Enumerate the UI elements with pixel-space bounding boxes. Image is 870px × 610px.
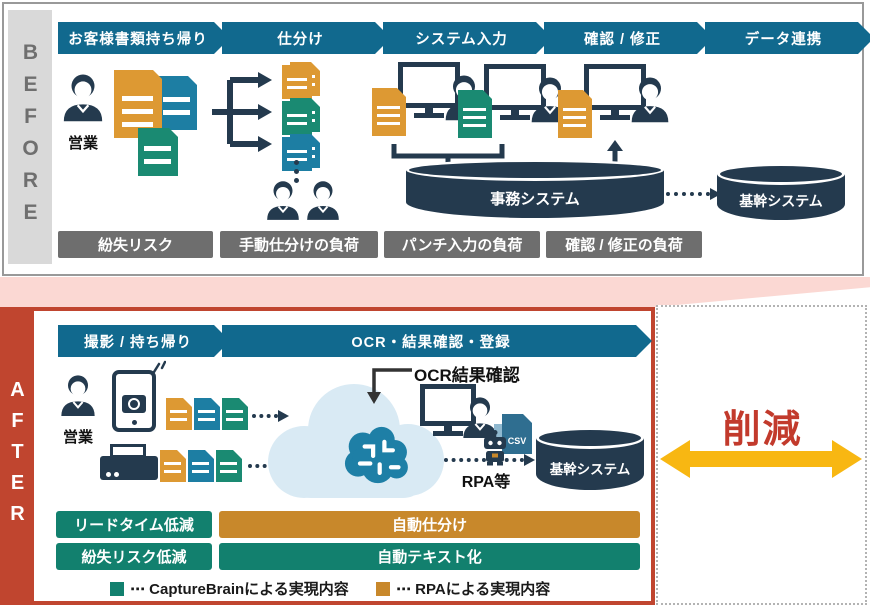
benefit-loss-risk: 紛失リスク低減 [56,543,212,570]
before-sales-label: 営業 [67,135,98,152]
rpa-note: RPA等 [461,474,511,491]
document-icon [138,128,178,176]
staff-pair-icon [264,176,302,227]
ocr-check-note: OCR結果確認 [414,366,520,385]
csv-file-icon: CSV [502,414,532,454]
after-label-strip: AFTER [0,307,34,605]
document-icon [157,76,197,130]
document-icon [222,398,248,430]
ai-brain-icon [340,424,410,491]
person-icon [63,74,103,122]
legend-label: ⋯ CaptureBrainによる実現内容 [130,581,349,598]
reduction-label: 削減 [722,409,803,451]
reduction-arrow-icon [660,438,862,485]
core-system-after-label: 基幹システム [549,462,631,477]
pain-label-loss-risk: 紛失リスク [58,231,213,258]
sales-person-icon [60,64,106,128]
document-icon [372,88,406,136]
operator-icon [460,392,500,445]
entry-workstation-icon [372,62,492,142]
monitor-icon [420,384,476,436]
camera-icon [122,394,146,413]
before-label-strip: BEFORE [8,10,52,264]
document-icon [558,90,592,138]
sort-branch-icon [212,68,286,159]
benefit-auto-text: 自動テキスト化 [219,543,640,570]
office-system-db: 事務システム [406,159,664,218]
before-step-sorting: 仕分け [222,22,391,54]
document-icon [188,450,214,482]
legend-swatch-orange [376,581,390,596]
legend-item-rpa: ⋯ RPAによる実現内容 [376,578,550,599]
camera-flash-icon [150,358,167,379]
legend-item-capturebrain: ⋯ CaptureBrainによる実現内容 [110,578,349,599]
operator-icon [628,72,672,129]
to-cloud-dotted-arrow-icon [252,410,289,422]
pain-label-manual-sort: 手動仕分けの負荷 [220,231,378,258]
before-step-data-link: データ連携 [705,22,870,54]
document-stack [282,62,322,100]
benefit-auto-sort: 自動仕分け [219,511,640,538]
check-workstation-icon [558,64,678,144]
document-icon [114,70,162,138]
document-stack [282,134,322,172]
document-icon [166,398,192,430]
pain-label-check-fix: 確認 / 修正の負荷 [546,231,702,258]
robot-icon [478,430,512,471]
document-icon [160,450,186,482]
after-step-ocr: OCR・結果確認・登録 [222,325,652,357]
after-label: AFTER [6,378,29,534]
document-icon [194,398,220,430]
core-system-label: 基幹システム [739,193,823,209]
entry-workstation-icon [458,64,578,144]
before-step-take-home: お客様書類持ち帰り [58,22,230,54]
legend-swatch-teal [110,581,124,596]
office-system-label: 事務システム [490,190,580,208]
ocr-check-arrow-icon [366,366,414,411]
home-button-icon [131,420,137,425]
pain-label-punch-entry: パンチ入力の負荷 [384,231,540,258]
document-icon [458,90,492,138]
rpa-dotted-arrow-icon [444,454,535,466]
core-system-db: 基幹システム [717,163,845,220]
after-sales-label: 営業 [62,429,93,446]
legend-label: ⋯ RPAによる実現内容 [396,581,551,598]
verify-workstation-icon [420,384,510,448]
transition-wedge [0,277,870,307]
smartphone-icon [112,370,156,432]
after-step-capture: 撮影 / 持ち帰り [58,325,230,357]
db-link-dotted-arrow-icon [666,188,721,200]
staff-pair-icon [304,176,342,227]
document-stack [282,98,322,136]
sales-person-icon [58,366,98,427]
before-step-check-fix: 確認 / 修正 [544,22,713,54]
monitor-icon [584,64,646,120]
core-system-db-after: 基幹システム [536,427,644,490]
printer-icon [100,444,158,488]
before-label: BEFORE [19,41,42,233]
document-icon [216,450,242,482]
ellipsis-dots-icon [294,160,299,183]
benefit-lead-time: リードタイム低減 [56,511,212,538]
before-step-system-entry: システム入力 [383,22,552,54]
